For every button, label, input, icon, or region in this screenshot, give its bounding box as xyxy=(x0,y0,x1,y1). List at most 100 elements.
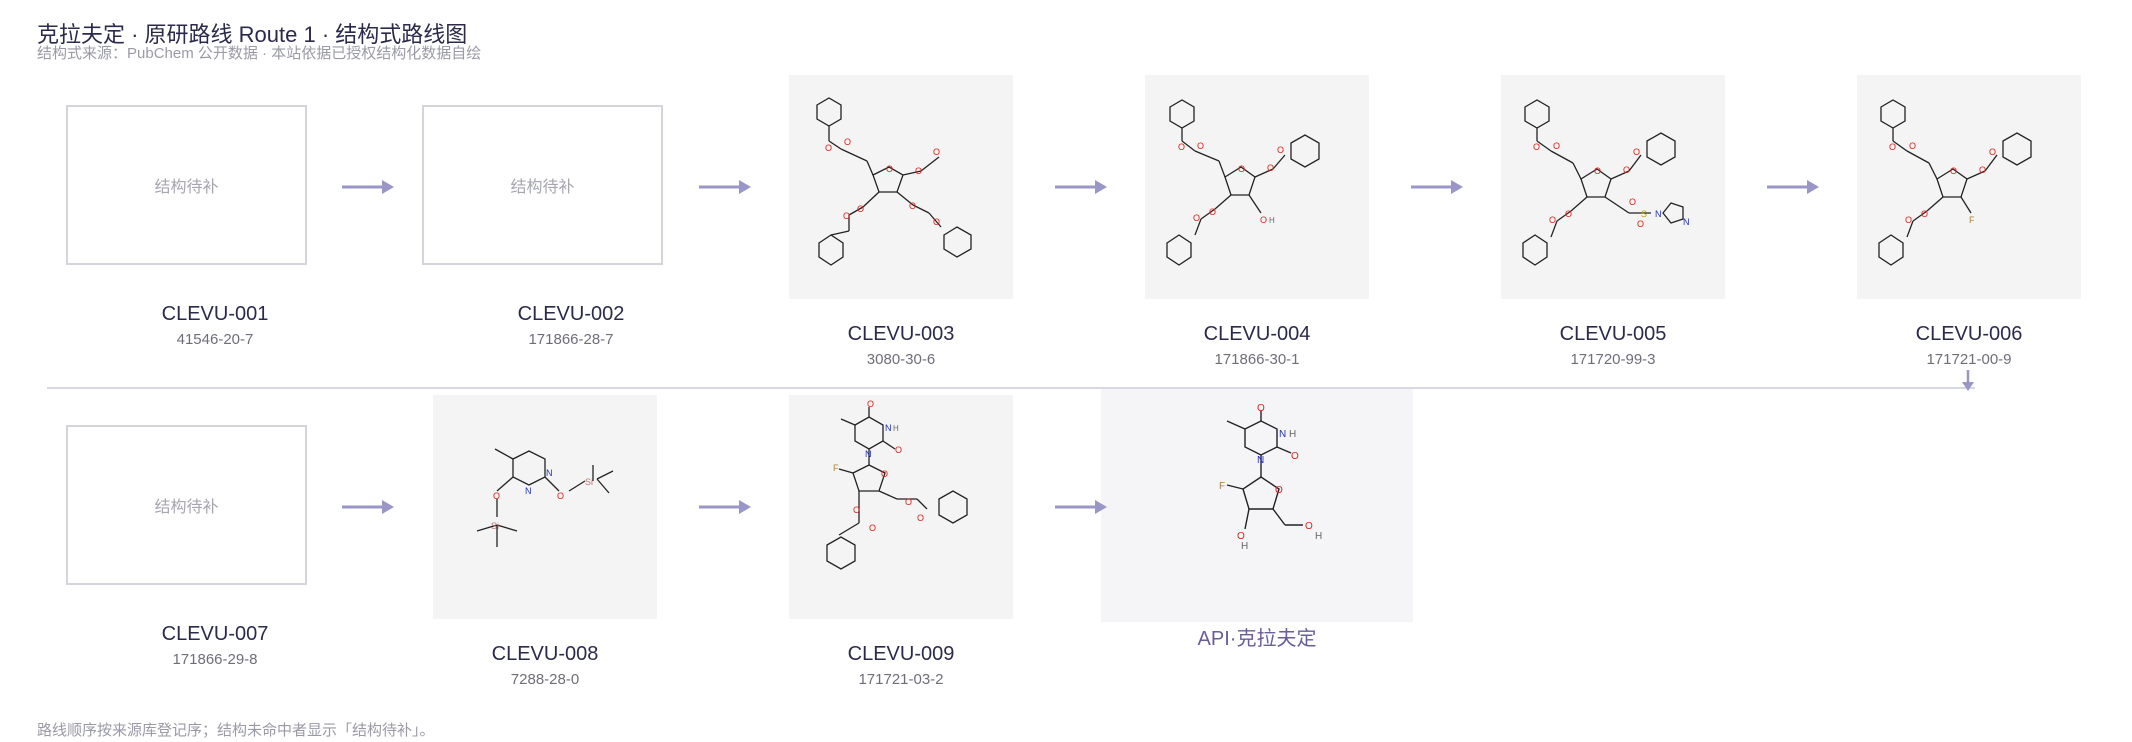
molecule-drawing: OO OO OO OO H xyxy=(1145,75,1369,299)
svg-text:Si: Si xyxy=(585,477,593,487)
svg-text:O: O xyxy=(886,164,893,174)
step-cas: 171866-28-7 xyxy=(419,331,723,348)
arrow-right-icon xyxy=(340,177,396,197)
svg-text:O: O xyxy=(493,491,500,501)
svg-text:O: O xyxy=(905,497,912,507)
svg-text:O: O xyxy=(1260,215,1267,225)
svg-text:F: F xyxy=(833,463,839,473)
step-label: CLEVU-002 xyxy=(419,303,723,326)
svg-text:O: O xyxy=(1193,213,1200,223)
arrow-right-icon xyxy=(1409,177,1465,197)
arrow-right-icon xyxy=(1765,177,1821,197)
svg-text:N: N xyxy=(885,423,892,433)
structure-image: OO OO OO OO O S N N xyxy=(1501,75,1725,299)
svg-text:O: O xyxy=(843,211,850,221)
molecule-drawing: OO OO OO OO O S N N xyxy=(1501,75,1725,299)
structure-image: O N H O N O F O O O O xyxy=(789,395,1013,619)
step-label: CLEVU-007 xyxy=(63,623,367,646)
molecule-drawing: OO OO OO O F xyxy=(1857,75,2081,299)
svg-text:O: O xyxy=(1637,219,1644,229)
structure-image: N N O O Si Si xyxy=(433,395,657,619)
svg-text:S: S xyxy=(1641,209,1647,219)
api-highlight[interactable]: O N H O N O F O H O H API·克拉夫定 xyxy=(1101,389,1413,622)
svg-text:O: O xyxy=(867,399,874,409)
arrow-right-icon xyxy=(697,177,753,197)
molecule-drawing: OO OO OO OO O xyxy=(789,75,1013,299)
step-cas: 3080-30-6 xyxy=(749,351,1053,368)
svg-text:O: O xyxy=(1889,142,1896,152)
svg-text:O: O xyxy=(1549,215,1556,225)
svg-text:O: O xyxy=(1989,147,1996,157)
svg-text:O: O xyxy=(915,166,922,176)
step-cas: 171721-03-2 xyxy=(749,671,1053,688)
arrow-right-icon xyxy=(1053,177,1109,197)
step-label: CLEVU-005 xyxy=(1461,323,1765,346)
svg-text:O: O xyxy=(869,523,876,533)
svg-text:O: O xyxy=(917,513,924,523)
svg-text:O: O xyxy=(881,469,888,479)
svg-text:O: O xyxy=(1197,141,1204,151)
svg-text:O: O xyxy=(1178,142,1185,152)
svg-text:O: O xyxy=(1905,215,1912,225)
svg-text:O: O xyxy=(933,147,940,157)
step-label: CLEVU-004 xyxy=(1105,323,1409,346)
api-label: API·克拉夫定 xyxy=(1101,622,1413,651)
step-cas: 171866-30-1 xyxy=(1105,351,1409,368)
structure-image: OO OO OO OO O xyxy=(789,75,1013,299)
svg-text:O: O xyxy=(857,204,864,214)
svg-text:O: O xyxy=(1291,451,1299,462)
svg-text:N: N xyxy=(1257,455,1264,466)
page-subtitle: 结构式来源：PubChem 公开数据 · 本站依据已授权结构化数据自绘 xyxy=(37,42,481,63)
arrow-right-icon xyxy=(1053,497,1109,517)
step-cas: 41546-20-7 xyxy=(63,331,367,348)
arrow-down-icon xyxy=(1958,368,1978,394)
svg-text:O: O xyxy=(1921,209,1928,219)
svg-text:F: F xyxy=(1219,481,1225,492)
footer-note: 路线顺序按来源库登记序；结构未命中者显示「结构待补」。 xyxy=(37,722,435,740)
structure-placeholder: 结构待补 xyxy=(422,105,663,265)
row-divider xyxy=(47,387,1975,389)
molecule-drawing: O N H O N O F O O O O xyxy=(789,395,1013,619)
svg-text:N: N xyxy=(865,449,872,459)
svg-text:O: O xyxy=(557,491,564,501)
svg-text:O: O xyxy=(844,137,851,147)
step-label: CLEVU-009 xyxy=(749,643,1053,666)
svg-text:O: O xyxy=(1950,166,1957,176)
svg-text:Si: Si xyxy=(491,521,499,531)
structure-placeholder: 结构待补 xyxy=(66,425,307,585)
svg-text:O: O xyxy=(1209,207,1216,217)
svg-text:N: N xyxy=(1279,429,1286,440)
structure-placeholder: 结构待补 xyxy=(66,105,307,265)
svg-text:O: O xyxy=(1594,166,1601,176)
svg-text:O: O xyxy=(1257,403,1265,414)
svg-text:O: O xyxy=(1633,147,1640,157)
step-label: CLEVU-008 xyxy=(393,643,697,666)
svg-text:N: N xyxy=(546,468,553,478)
svg-text:H: H xyxy=(1289,429,1296,440)
step-label: CLEVU-001 xyxy=(63,303,367,326)
step-cas: 171721-00-9 xyxy=(1817,351,2121,368)
arrow-right-icon xyxy=(340,497,396,517)
svg-text:O: O xyxy=(1565,209,1572,219)
svg-text:O: O xyxy=(895,445,902,455)
svg-text:O: O xyxy=(933,217,940,227)
svg-text:O: O xyxy=(1553,141,1560,151)
svg-text:O: O xyxy=(1267,163,1274,173)
svg-text:H: H xyxy=(1269,216,1275,225)
svg-text:O: O xyxy=(1629,197,1636,207)
svg-text:O: O xyxy=(1623,165,1630,175)
structure-image: OO OO OO O F xyxy=(1857,75,2081,299)
svg-text:N: N xyxy=(1655,209,1662,219)
step-label: CLEVU-006 xyxy=(1817,323,2121,346)
svg-text:N: N xyxy=(1683,217,1690,227)
step-cas: 171720-99-3 xyxy=(1461,351,1765,368)
step-cas: 171866-29-8 xyxy=(63,651,367,668)
structure-image: OO OO OO OO H xyxy=(1145,75,1369,299)
svg-text:H: H xyxy=(1315,531,1322,542)
svg-text:F: F xyxy=(1969,215,1975,225)
svg-text:O: O xyxy=(1277,145,1284,155)
svg-text:O: O xyxy=(1533,142,1540,152)
svg-text:H: H xyxy=(893,424,899,433)
step-label: CLEVU-003 xyxy=(749,323,1053,346)
molecule-drawing: O N H O N O F O H O H xyxy=(1145,393,1369,617)
